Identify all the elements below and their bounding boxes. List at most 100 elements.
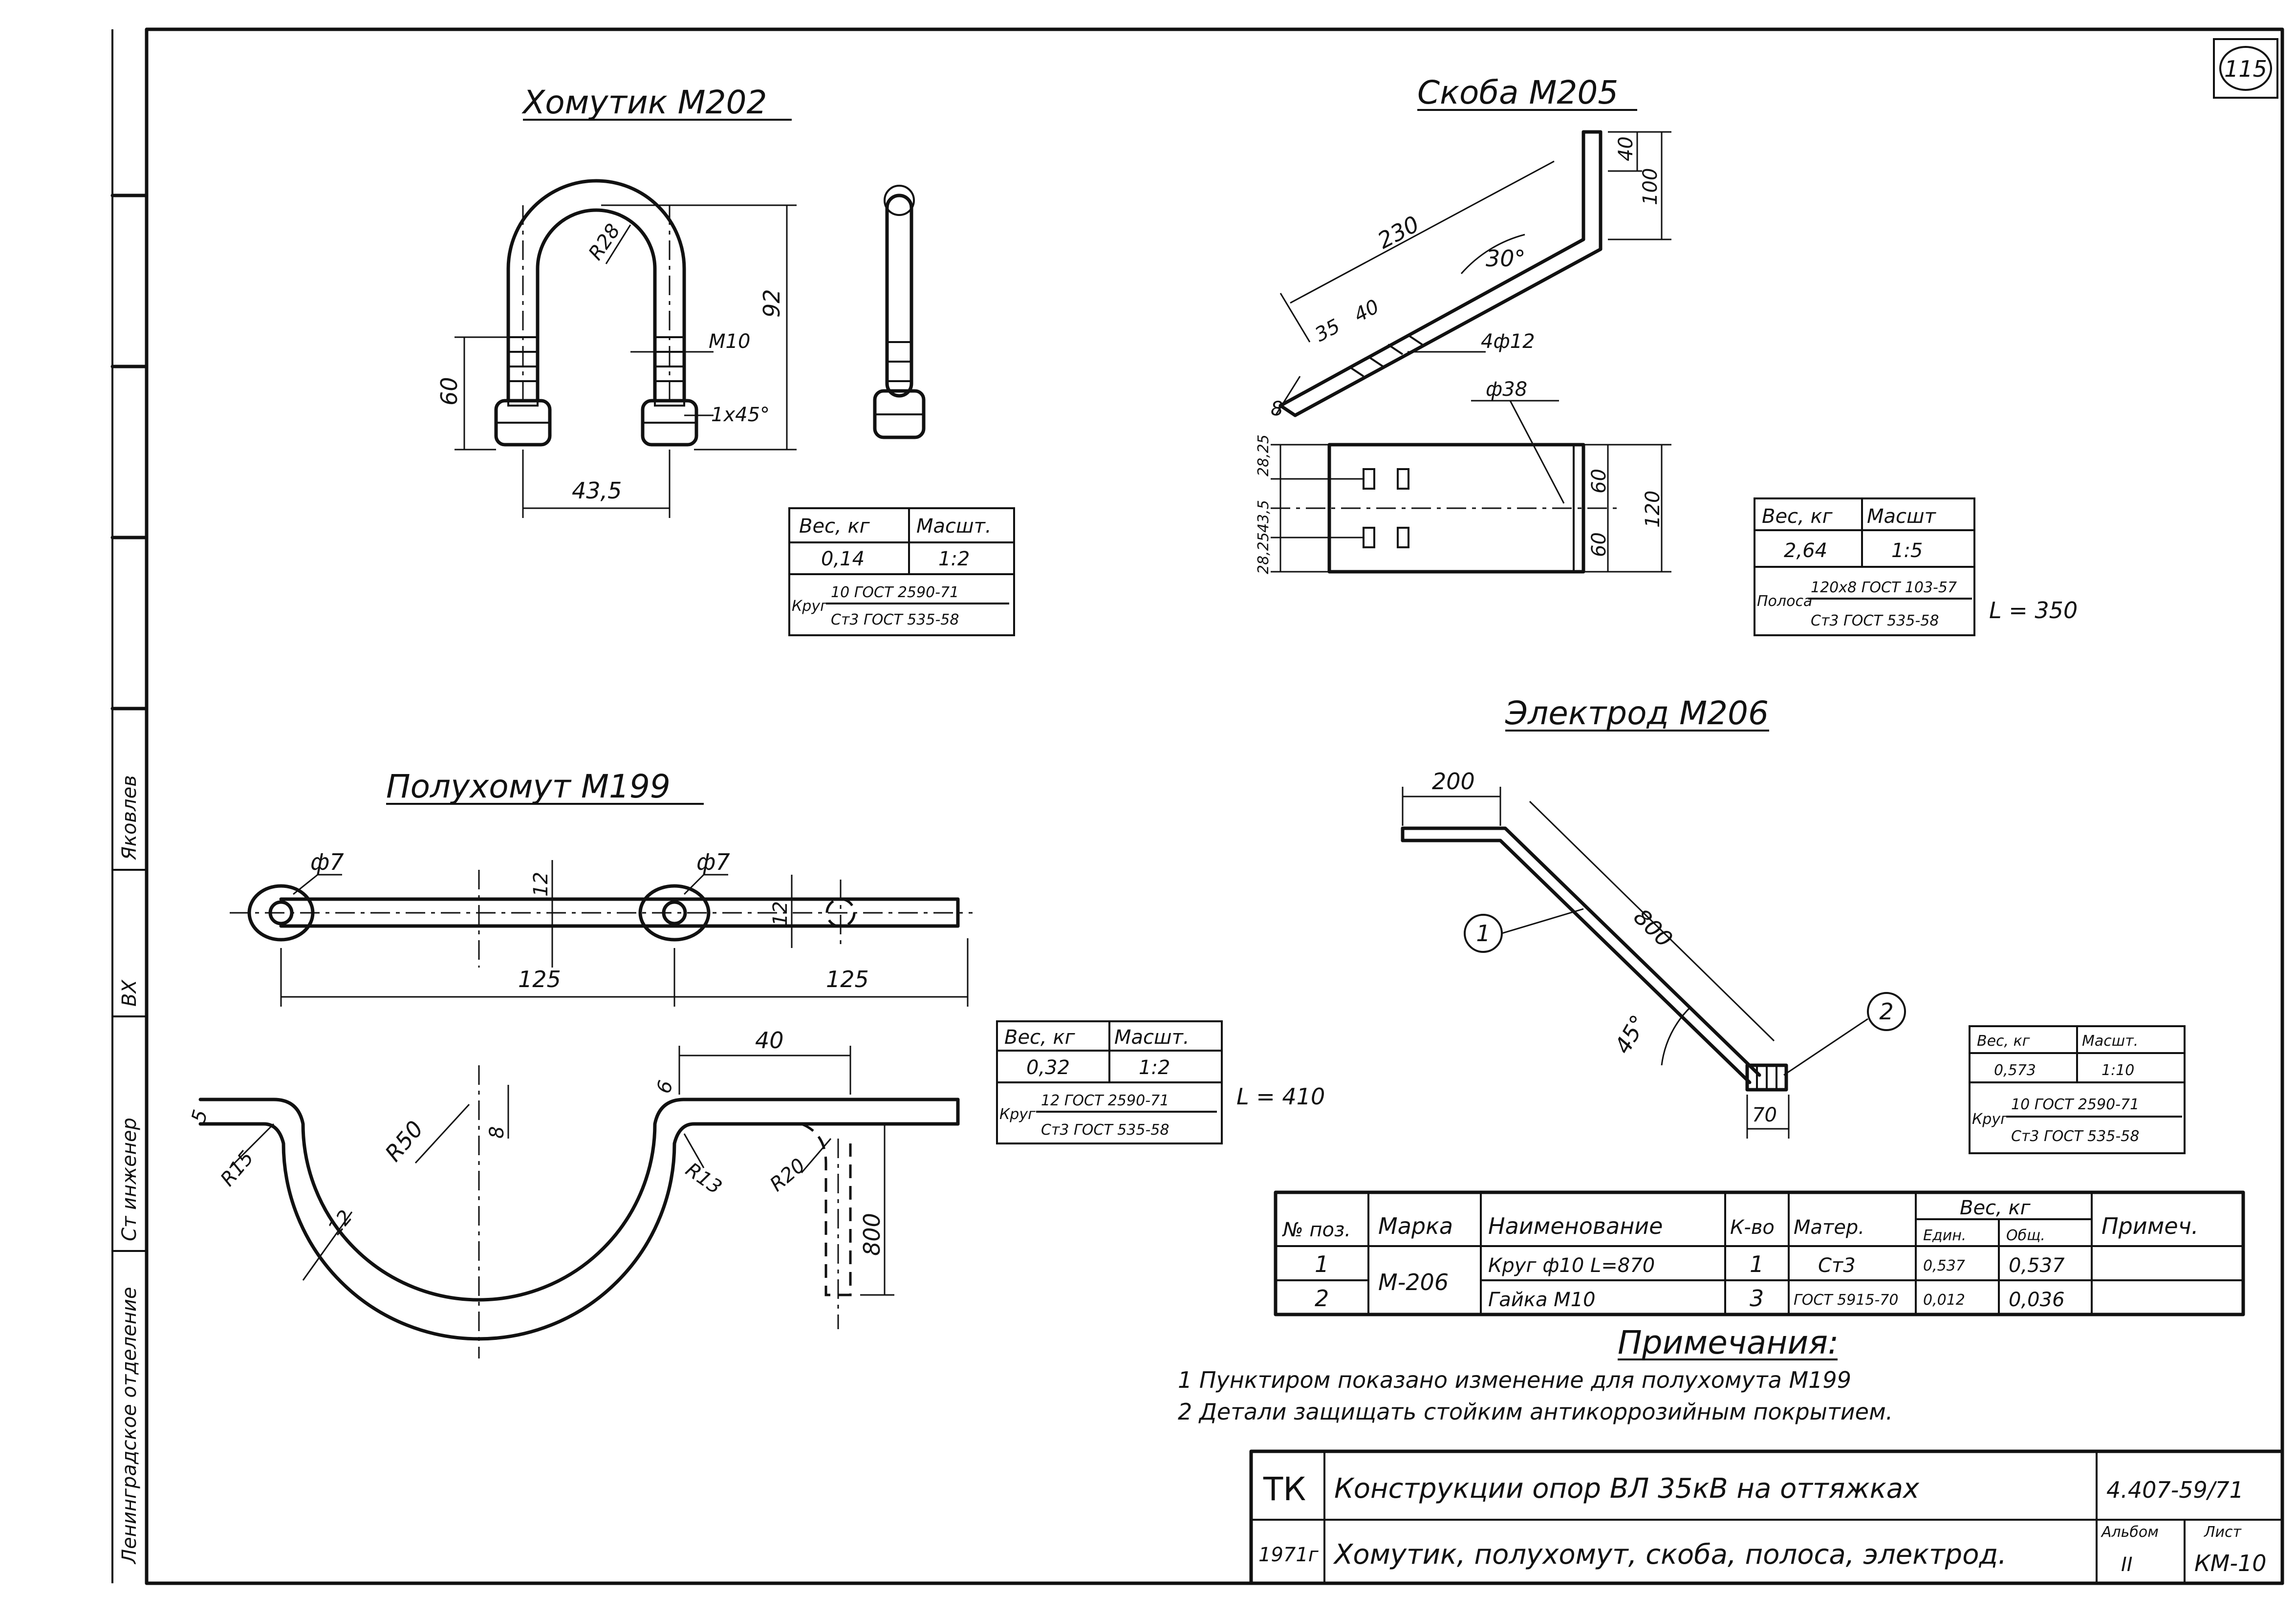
binding-ticks [110, 194, 149, 711]
stamp-org: Ленинградское отделение [118, 1287, 141, 1565]
m205-dim-bend: ф38 [1486, 378, 1527, 401]
spec-row1-mat: Ст3 [1818, 1254, 1856, 1277]
notes-block: Примечания: 1 Пунктиром показано изменен… [1178, 1324, 1893, 1425]
m199-eye-left [247, 884, 315, 942]
note-line-1: 1 Пунктиром показано изменение для полух… [1178, 1367, 1851, 1393]
tb-album: II [2121, 1553, 2133, 1576]
notes-title: Примечания: [1618, 1324, 1839, 1361]
m202-material: Круг [792, 598, 828, 615]
m205-title: Скоба М205 [1417, 74, 1618, 111]
m205-dim-h1: 28,25 [1255, 434, 1272, 476]
sheet-frame [145, 27, 2284, 1585]
tb-album-label: Альбом [2101, 1524, 2159, 1541]
m206-scale: 1:10 [2101, 1062, 2134, 1079]
m202-mat-top: 10 ГОСТ 2590-71 [831, 584, 959, 601]
m199-weight-table: Вес, кг Масшт. 0,32 1:2 Круг 12 ГОСТ 259… [996, 1020, 1223, 1144]
m199-dim-drop: 800 [859, 1213, 885, 1256]
m202-dim-chamfer: 1x45° [711, 404, 770, 426]
m205-dim-h2: 43,5 [1255, 500, 1272, 533]
tb-line1: Конструкции опор ВЛ 35кВ на оттяжках [1334, 1473, 1920, 1505]
m199-eye-mid [638, 884, 711, 942]
spec-row2-total: 0,036 [2009, 1289, 2065, 1311]
m202-u-inner [536, 208, 657, 403]
m205-material: Полоса [1757, 593, 1812, 610]
m205-dim-h3: 28,25 [1255, 532, 1272, 574]
m202-weight-table: Вес, кг Масшт. 0,14 1:2 Круг 10 ГОСТ 259… [788, 507, 1015, 636]
m202-weight: 0,14 [821, 548, 865, 570]
m206-dim-bottom: 70 [1752, 1104, 1777, 1126]
m206-dim-length: 800 [1628, 904, 1678, 952]
spec-h-name: Наименование [1488, 1213, 1663, 1239]
m199-dim-t8: 8 [486, 1126, 508, 1139]
m199-h-weight: Вес, кг [1004, 1026, 1076, 1049]
m205-dim-d2: 40 [1350, 295, 1383, 327]
note-line-2: 2 Детали защищать стойким антикоррозийны… [1178, 1399, 1893, 1425]
spec-h-total: Общ. [2006, 1227, 2045, 1244]
m199-dim-w2: 12 [769, 901, 792, 926]
m205-dim-thick: 8 [1271, 398, 1283, 420]
spec-row1-qty: 1 [1750, 1251, 1764, 1277]
m205-dim-holes: 4ф12 [1481, 330, 1535, 353]
m199-dim-span2: 125 [826, 966, 869, 992]
m199-length-note: L = 410 [1236, 1083, 1325, 1110]
m202-dim-thread: M10 [709, 330, 750, 353]
m199-curve-bot [198, 1122, 960, 1341]
m205-mat-top: 120х8 ГОСТ 103-57 [1811, 579, 1957, 596]
m199-dim-t5: 5 [187, 1107, 212, 1125]
stamp-signature: ВХ [118, 979, 141, 1007]
spec-mark-value: М-206 [1378, 1269, 1449, 1295]
m205-scale: 1:5 [1891, 539, 1923, 562]
m205-mat-bot: Ст3 ГОСТ 535-58 [1811, 612, 1939, 629]
m202-dim-height: 92 [758, 289, 785, 318]
m205-dim-length: 230 [1373, 211, 1424, 254]
m206-callout-2 [1867, 992, 1906, 1031]
m199-dim-w1: 12 [530, 872, 552, 897]
m205-drawing: Скоба М205 230 30° 35 40 4ф12 8 40 100 [1255, 74, 2078, 636]
sheet-number-badge: 115 [2213, 38, 2278, 99]
spec-row1-total: 0,537 [2009, 1254, 2065, 1277]
m199-drawing: Полухомут М199 ф7 ф7 12 12 125 12 [187, 768, 1325, 1358]
m199-dim-hole1: ф7 [310, 849, 344, 875]
m205-dim-top: 40 [1615, 136, 1637, 161]
m205-plate-inner [1293, 130, 1603, 417]
spec-h-unit: Един. [1923, 1227, 1966, 1244]
m205-dim-v2: 60 [1588, 532, 1610, 557]
m199-dim-r20: R20 [766, 1154, 810, 1196]
m202-h-scale: Масшт. [916, 515, 992, 538]
m199-mat-top: 12 ГОСТ 2590-71 [1041, 1092, 1169, 1109]
m199-weight: 0,32 [1026, 1056, 1070, 1079]
m206-title: Электрод М206 [1505, 694, 1769, 732]
m199-dim-r15: R15 [216, 1147, 258, 1191]
m199-dim-r13: R13 [681, 1159, 726, 1199]
m202-dim-width: 43,5 [572, 477, 622, 504]
m199-dashed-variant [801, 1122, 852, 1296]
spec-h-weight: Вес, кг [1960, 1197, 2031, 1219]
spec-h-note: Примеч. [2101, 1213, 2199, 1239]
m206-mat-bot: Ст3 ГОСТ 535-58 [2011, 1128, 2139, 1145]
tb-sheet: КМ-10 [2194, 1550, 2266, 1576]
m202-dim-r: R28 [585, 220, 625, 264]
spec-row2-mat: ГОСТ 5915-70 [1794, 1292, 1898, 1309]
m206-mat-top: 10 ГОСТ 2590-71 [2011, 1096, 2139, 1113]
tb-org: ТК [1263, 1470, 1306, 1508]
spec-row1-name: Круг ф10 L=870 [1488, 1254, 1655, 1277]
spec-h-pos: № поз. [1282, 1219, 1351, 1241]
m202-title: Хомутик М202 [521, 84, 767, 121]
stamp-role: Ст инженер [118, 1118, 141, 1241]
m199-mat-bot: Ст3 ГОСТ 535-58 [1041, 1121, 1169, 1139]
m206-pos2: 2 [1879, 998, 1893, 1025]
spec-row2-pos: 2 [1315, 1285, 1329, 1312]
m205-dim-v1: 60 [1588, 469, 1610, 494]
spec-table: № поз. Марка Наименование К-во Матер. Ве… [1274, 1190, 2245, 1316]
m206-pos1: 1 [1476, 920, 1490, 947]
m206-drawing: Электрод М206 200 800 45° 70 1 2 [1401, 694, 2186, 1154]
m206-weight: 0,573 [1994, 1062, 2036, 1079]
tb-sheet-label: Лист [2204, 1524, 2242, 1541]
m202-dim-leg: 60 [436, 377, 462, 406]
m206-rod-outer [1401, 826, 1761, 1077]
m205-holes-side [1348, 334, 1423, 377]
m206-dim-angle: 45° [1609, 1011, 1652, 1058]
m206-h-scale: Масшт. [2082, 1033, 2138, 1050]
spec-h-qty: К-во [1730, 1216, 1775, 1239]
m205-weight: 2,64 [1784, 539, 1827, 562]
